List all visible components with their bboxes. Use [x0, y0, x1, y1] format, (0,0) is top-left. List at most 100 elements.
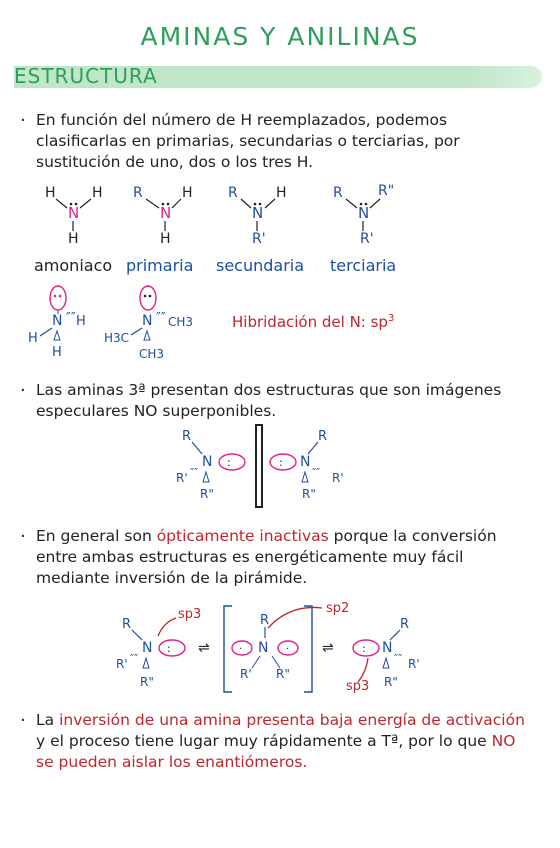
text-highlight: NO se pueden aislar los enantiómeros.	[36, 732, 516, 771]
atom-r1: R'	[116, 657, 128, 671]
sp3-structures-diagram: N ″″ H H H N ″″ CH3 H3C CH3	[28, 285, 193, 361]
atom-r: R	[228, 185, 238, 201]
enantiomer-right: R N : ″″ R' R"	[269, 429, 344, 501]
svg-text:⇌: ⇌	[322, 640, 334, 656]
pyramid-right: R N : sp3 ″″ R' R"	[346, 617, 420, 694]
label-primaria: primaria	[126, 256, 194, 275]
atom-n: N	[252, 204, 263, 222]
atom-h: H	[76, 314, 86, 329]
atom-n: N	[202, 454, 212, 470]
paragraph-inversion: La inversión de una amina presenta baja …	[36, 710, 532, 773]
secondary-amine-structure: R H N R'	[228, 185, 287, 247]
atom-n: N	[258, 640, 268, 656]
svg-text::: :	[167, 642, 171, 655]
atom-r: R	[260, 613, 269, 628]
trimethylamine-3d: N ″″ CH3 H3C CH3	[104, 285, 193, 361]
ammonia-3d: N ″″ H H H	[28, 285, 86, 360]
label-terciaria: terciaria	[330, 256, 397, 275]
atom-n: N	[52, 313, 62, 329]
text-segment: y el proceso tiene lugar muy rápidamente…	[36, 732, 492, 750]
svg-text::: :	[227, 456, 231, 469]
atom-n: N	[142, 640, 152, 656]
label-sp3: sp3	[178, 607, 201, 622]
atom-r: R	[133, 185, 143, 201]
hybridization-sup: 3	[387, 313, 395, 324]
planar-transition-state: R N · · R' R" sp2	[231, 601, 349, 681]
amine-types-diagram: H H N H R H N H R H N R' R R" N R'	[45, 183, 394, 247]
atom-r1: R'	[408, 657, 420, 671]
atom-h: H	[28, 331, 38, 346]
atom-r: R	[122, 617, 131, 632]
atom-r2: R"	[200, 487, 214, 501]
atom-h: H	[92, 185, 103, 201]
text-segment: porque la conversión entre ambas estruct…	[36, 527, 497, 587]
text-highlight: inversión de una amina presenta baja ene…	[59, 711, 525, 729]
atom-r1: R'	[176, 471, 188, 485]
atom-r1: R'	[240, 667, 252, 681]
atom-h: H	[182, 185, 193, 201]
atom-ch3: CH3	[168, 315, 193, 329]
atom-r: R	[182, 429, 191, 444]
enantiomer-left: R N : R' ″″ R"	[176, 429, 246, 501]
atom-h: H	[45, 185, 56, 201]
atom-r1: R'	[332, 471, 344, 485]
svg-text:·: ·	[239, 644, 242, 655]
section-highlight	[14, 66, 542, 88]
svg-text:″″: ″″	[394, 652, 402, 665]
label-sp2: sp2	[326, 601, 349, 616]
paragraph-optical-activity: En general son ópticamente inactivas por…	[36, 526, 532, 589]
atom-r: R	[400, 617, 409, 632]
atom-r1: R'	[360, 231, 374, 247]
mirror-image-diagram: R N : R' ″″ R" R N : ″″ R' R"	[176, 424, 344, 508]
hybridization-label: Hibridación del N: sp	[232, 313, 388, 331]
svg-text:″″: ″″	[190, 466, 198, 479]
svg-text:·: ·	[286, 644, 289, 655]
atom-h3c: H3C	[104, 331, 129, 345]
text-segment: En general son	[36, 527, 157, 545]
atom-h: H	[160, 231, 171, 247]
label-secundaria: secundaria	[216, 256, 305, 275]
pyramid-left: R N : sp3 R' ″″ R"	[116, 607, 201, 689]
bullet: ·	[20, 710, 26, 731]
atom-h: H	[52, 345, 62, 360]
atom-r2: R"	[302, 487, 316, 501]
label-amoniaco: amoniaco	[34, 256, 113, 275]
atom-h: H	[276, 185, 287, 201]
svg-text:″″: ″″	[130, 652, 138, 665]
svg-text:⇌: ⇌	[198, 640, 210, 656]
atom-r2: R"	[276, 667, 290, 681]
bullet: ·	[20, 380, 26, 401]
page-title: AMINAS Y ANILINAS	[140, 22, 420, 51]
label-sp3: sp3	[346, 679, 369, 694]
ammonia-structure: H H N H	[45, 185, 103, 247]
paragraph-enantiomers: Las aminas 3ª presentan dos estructuras …	[36, 381, 502, 420]
bullet: ·	[20, 110, 26, 131]
svg-text::: :	[279, 456, 283, 469]
primary-amine-structure: R H N H	[133, 185, 193, 247]
text-highlight: ópticamente inactivas	[156, 527, 329, 545]
tertiary-amine-structure: R R" N R'	[333, 183, 394, 247]
atom-n: N	[160, 204, 171, 222]
paragraph-classification: En función del número de H reemplazados,…	[36, 111, 460, 171]
atom-r1: R'	[252, 231, 266, 247]
svg-text::: :	[362, 642, 366, 655]
bullet: ·	[20, 526, 26, 547]
text-segment: La	[36, 711, 60, 729]
atom-n: N	[358, 204, 369, 222]
atom-n: N	[68, 204, 79, 222]
atom-r2: R"	[378, 183, 394, 199]
svg-text:″″: ″″	[156, 311, 166, 326]
atom-h: H	[68, 231, 79, 247]
atom-r: R	[333, 185, 343, 201]
svg-text:″″: ″″	[312, 466, 320, 479]
atom-n: N	[382, 640, 392, 656]
mirror	[255, 424, 263, 508]
section-title: ESTRUCTURA	[14, 64, 158, 88]
atom-n: N	[142, 313, 152, 329]
hybridization-text: Hibridación del N: sp3	[232, 313, 394, 331]
atom-r: R	[318, 429, 327, 444]
atom-n: N	[300, 454, 310, 470]
atom-r2: R"	[140, 675, 154, 689]
amine-inversion-diagram: R N : sp3 R' ″″ R" ⇌ R N · · R' R" sp2 ⇌…	[116, 601, 420, 694]
atom-ch3: CH3	[139, 347, 164, 361]
